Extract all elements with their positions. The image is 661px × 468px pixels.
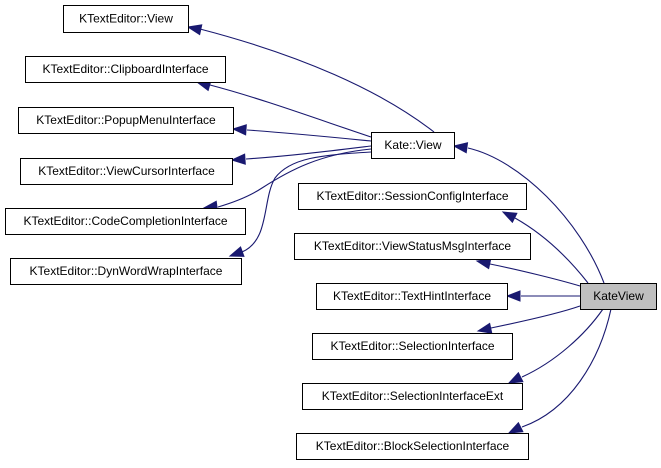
arrowhead-icon: [507, 421, 524, 434]
node-label: KTextEditor::BlockSelectionInterface: [316, 439, 510, 453]
node-popup-menu-interface[interactable]: KTextEditor::PopupMenuInterface: [18, 107, 234, 134]
edge-line: [521, 308, 612, 428]
node-label: KTextEditor::PopupMenuInterface: [36, 113, 216, 127]
node-text-hint-interface[interactable]: KTextEditor::TextHintInterface: [316, 283, 508, 310]
node-box[interactable]: [18, 107, 234, 134]
edge-kateview-to-view-status-msg-interface: [475, 258, 581, 287]
node-clipboard-interface[interactable]: KTextEditor::ClipboardInterface: [25, 56, 226, 83]
edges-layer: [186, 24, 612, 434]
node-box[interactable]: [316, 283, 508, 310]
node-box[interactable]: [5, 208, 246, 235]
node-box[interactable]: [302, 383, 523, 410]
arrowhead-icon: [452, 142, 469, 154]
edge-kateview-to-text-hint-interface: [505, 290, 580, 302]
edge-kateview-to-block-selection-interface: [507, 308, 612, 434]
node-label: Kate::View: [384, 138, 441, 152]
node-selection-interface[interactable]: KTextEditor::SelectionInterface: [312, 333, 513, 360]
node-box[interactable]: [63, 5, 189, 33]
arrowhead-icon: [501, 211, 518, 224]
node-label: KateView: [593, 289, 644, 303]
node-label: KTextEditor::TextHintInterface: [333, 289, 491, 303]
node-session-config-interface[interactable]: KTextEditor::SessionConfigInterface: [298, 183, 527, 210]
node-ktexteditor-view[interactable]: KTextEditor::View: [63, 5, 189, 33]
node-block-selection-interface[interactable]: KTextEditor::BlockSelectionInterface: [296, 433, 529, 460]
edge-kateview-to-session-config-interface: [501, 211, 589, 284]
node-label: KTextEditor::ClipboardInterface: [42, 62, 208, 76]
node-box[interactable]: [580, 283, 657, 310]
node-selection-interface-ext[interactable]: KTextEditor::SelectionInterfaceExt: [302, 383, 523, 410]
node-box[interactable]: [312, 333, 513, 360]
node-kate-view[interactable]: Kate::View: [371, 132, 455, 159]
node-box[interactable]: [298, 183, 527, 210]
node-box[interactable]: [371, 132, 455, 159]
edge-line: [514, 217, 589, 284]
node-label: KTextEditor::View: [79, 12, 173, 26]
node-label: KTextEditor::ViewStatusMsgInterface: [314, 239, 512, 253]
edge-kateview-to-selection-interface-ext: [507, 308, 604, 384]
node-dyn-word-wrap-interface[interactable]: KTextEditor::DynWordWrapInterface: [10, 258, 242, 285]
arrowhead-icon: [507, 371, 524, 384]
arrowhead-icon: [231, 124, 247, 136]
edge-line: [246, 129, 372, 142]
arrowhead-icon: [505, 290, 521, 302]
edge-line: [245, 145, 372, 160]
arrowhead-icon: [230, 153, 246, 165]
node-code-completion-interface[interactable]: KTextEditor::CodeCompletionInterface: [5, 208, 246, 235]
node-box[interactable]: [294, 233, 531, 260]
nodes-layer: KTextEditor::ViewKTextEditor::ClipboardI…: [5, 5, 657, 460]
edge-line: [490, 305, 581, 329]
node-label: KTextEditor::CodeCompletionInterface: [23, 214, 227, 228]
node-view-status-msg-interface[interactable]: KTextEditor::ViewStatusMsgInterface: [294, 233, 531, 260]
node-box[interactable]: [10, 258, 242, 285]
edge-line: [521, 308, 604, 378]
edge-kate-view-to-popup-menu-interface: [231, 124, 372, 142]
edge-line: [209, 84, 372, 138]
node-label: KTextEditor::DynWordWrapInterface: [30, 264, 223, 278]
edge-line: [489, 263, 581, 287]
edge-kate-view-to-dyn-word-wrap-interface: [228, 151, 372, 257]
node-label: KTextEditor::SelectionInterfaceExt: [322, 389, 504, 403]
arrowhead-icon: [228, 246, 245, 257]
edge-kateview-to-selection-interface: [476, 305, 581, 334]
node-box[interactable]: [20, 158, 233, 185]
arrowhead-icon: [475, 258, 492, 270]
edge-kate-view-to-ktexteditor-view: [186, 24, 435, 133]
edge-line: [467, 147, 605, 284]
node-label: KTextEditor::SessionConfigInterface: [316, 189, 508, 203]
edge-kateview-to-kate-view: [452, 142, 605, 284]
node-label: KTextEditor::SelectionInterface: [330, 339, 494, 353]
node-label: KTextEditor::ViewCursorInterface: [38, 164, 215, 178]
node-box[interactable]: [25, 56, 226, 83]
node-view-cursor-interface[interactable]: KTextEditor::ViewCursorInterface: [20, 158, 233, 185]
edge-kate-view-to-view-cursor-interface: [230, 145, 372, 165]
edge-kate-view-to-clipboard-interface: [195, 80, 372, 138]
edge-line: [199, 28, 435, 133]
arrowhead-icon: [186, 24, 203, 36]
node-kateview[interactable]: KateView: [580, 283, 657, 310]
edge-line: [241, 151, 372, 253]
arrowhead-icon: [476, 322, 493, 334]
node-box[interactable]: [296, 433, 529, 460]
